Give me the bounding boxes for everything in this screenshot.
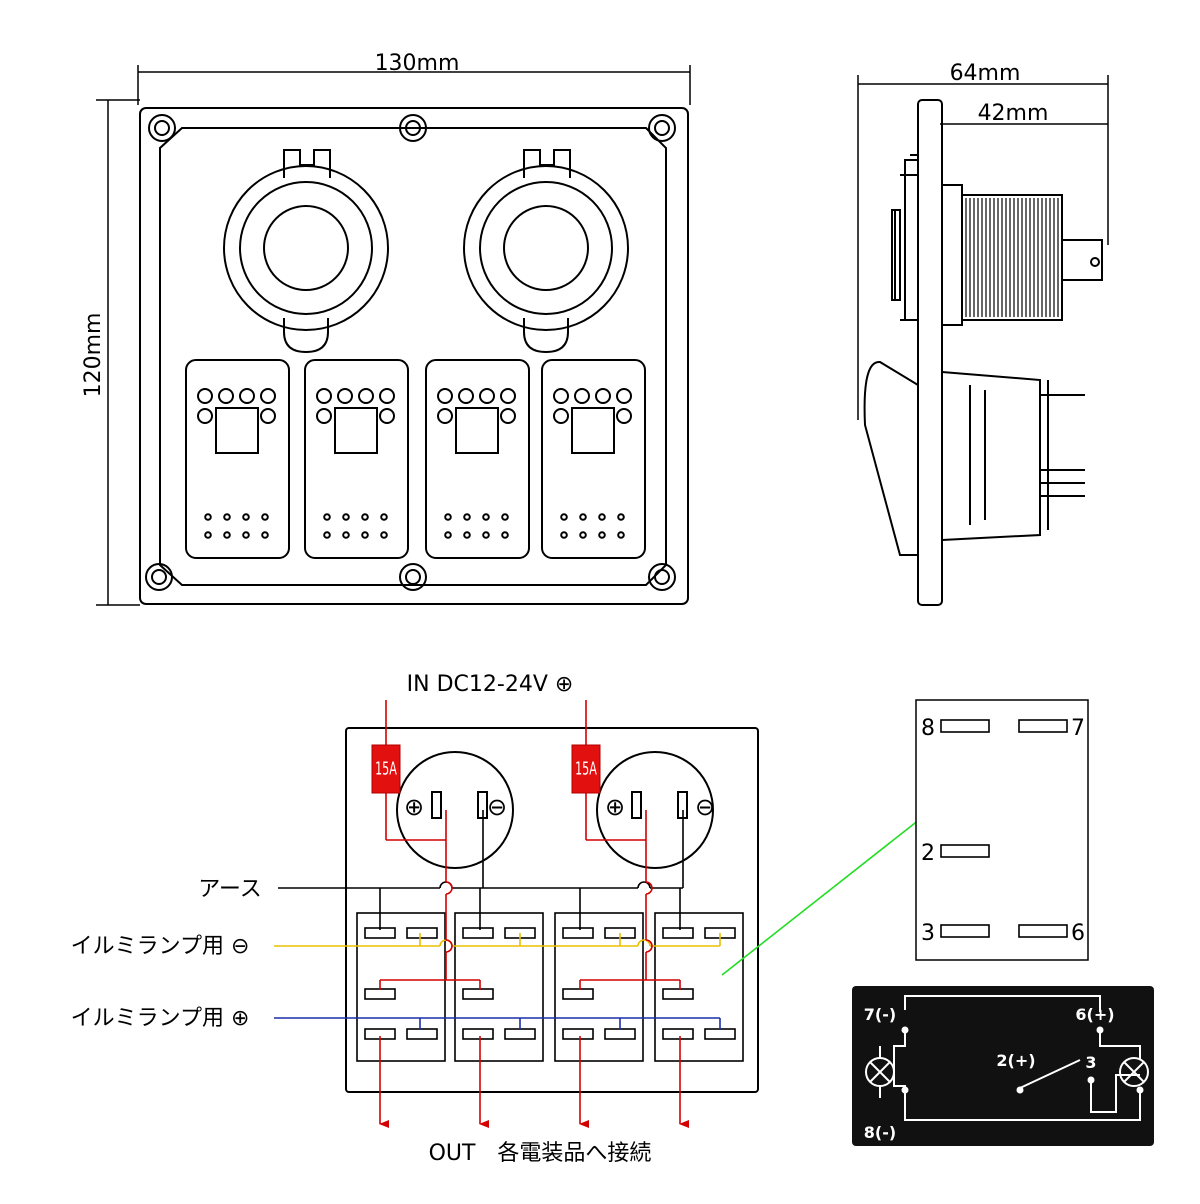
lamp-plus-wire	[274, 1017, 721, 1030]
depth-label: 64mm	[950, 61, 1021, 86]
output-label: OUT 各電装品へ接続	[429, 1141, 652, 1166]
pin-diagram: 8 7 2 3 6	[915, 699, 1089, 961]
switch-box-4	[654, 912, 744, 1062]
svg-text:15A: 15A	[575, 758, 597, 780]
wiring-panel	[345, 727, 759, 1093]
socket-right	[463, 149, 629, 354]
side-view	[857, 75, 1109, 606]
lamp-minus-wire	[274, 933, 721, 947]
fuse-left: 15A	[371, 744, 401, 794]
width-label: 130mm	[375, 51, 460, 76]
pin-2-label: 2	[921, 841, 935, 866]
rocker-switch-1	[185, 359, 290, 559]
rocker-switch-4	[541, 359, 646, 559]
lamp-minus-label: イルミランプ用 ⊖	[71, 934, 250, 959]
pin-7-label: 7	[1071, 716, 1085, 741]
pin-3-label: 3	[921, 921, 935, 946]
screw-holes	[145, 114, 676, 591]
socket-left-plus: ⊕	[404, 793, 424, 821]
fuse-right: 15A	[571, 744, 601, 794]
socket-barrel	[961, 194, 1063, 321]
pin-8-label: 8	[921, 716, 935, 741]
switch-box-3	[554, 912, 644, 1062]
wiring-diagram: IN DC12-24V ⊕ ⊕ ⊖ ⊕ ⊖	[71, 672, 759, 1166]
socket-depth-label: 42mm	[978, 101, 1049, 126]
power-wires	[379, 700, 689, 1128]
rocker-switches	[185, 359, 646, 559]
socket-left-minus: ⊖	[487, 793, 507, 821]
input-label: IN DC12-24V ⊕	[407, 672, 574, 697]
pointer-line	[721, 796, 949, 976]
side-panel-plate	[917, 99, 943, 606]
panel-outline	[139, 107, 689, 605]
svg-text:15A: 15A	[375, 758, 397, 780]
earth-wire	[278, 810, 684, 930]
height-label: 120mm	[81, 313, 106, 398]
schematic-8-label: 8(-)	[864, 1123, 896, 1142]
pin-6-label: 6	[1071, 921, 1085, 946]
wiring-socket-right	[596, 751, 714, 869]
socket-right-plus: ⊕	[605, 793, 625, 821]
rocker-side	[863, 361, 919, 556]
schematic-2-label: 2(+)	[996, 1051, 1035, 1070]
earth-label: アース	[198, 877, 262, 902]
switch-box-1	[356, 912, 446, 1062]
socket-right-minus: ⊖	[695, 793, 715, 821]
socket-left	[223, 149, 389, 354]
lamp-plus-label: イルミランプ用 ⊕	[71, 1006, 250, 1031]
wiring-socket-left	[396, 751, 514, 869]
schematic: 7(-) 6(+) 2(+) 3 8(-)	[852, 986, 1154, 1146]
schematic-6-label: 6(+)	[1075, 1005, 1114, 1024]
schematic-3-label: 3	[1085, 1053, 1096, 1072]
switch-box-2	[454, 912, 544, 1062]
panel-inner-outline	[159, 127, 667, 586]
rocker-switch-3	[425, 359, 530, 559]
rocker-switch-2	[304, 359, 409, 559]
switch-boxes	[356, 912, 744, 1062]
socket-terminal	[1061, 239, 1103, 281]
front-view	[96, 65, 691, 606]
schematic-7-label: 7(-)	[864, 1005, 896, 1024]
